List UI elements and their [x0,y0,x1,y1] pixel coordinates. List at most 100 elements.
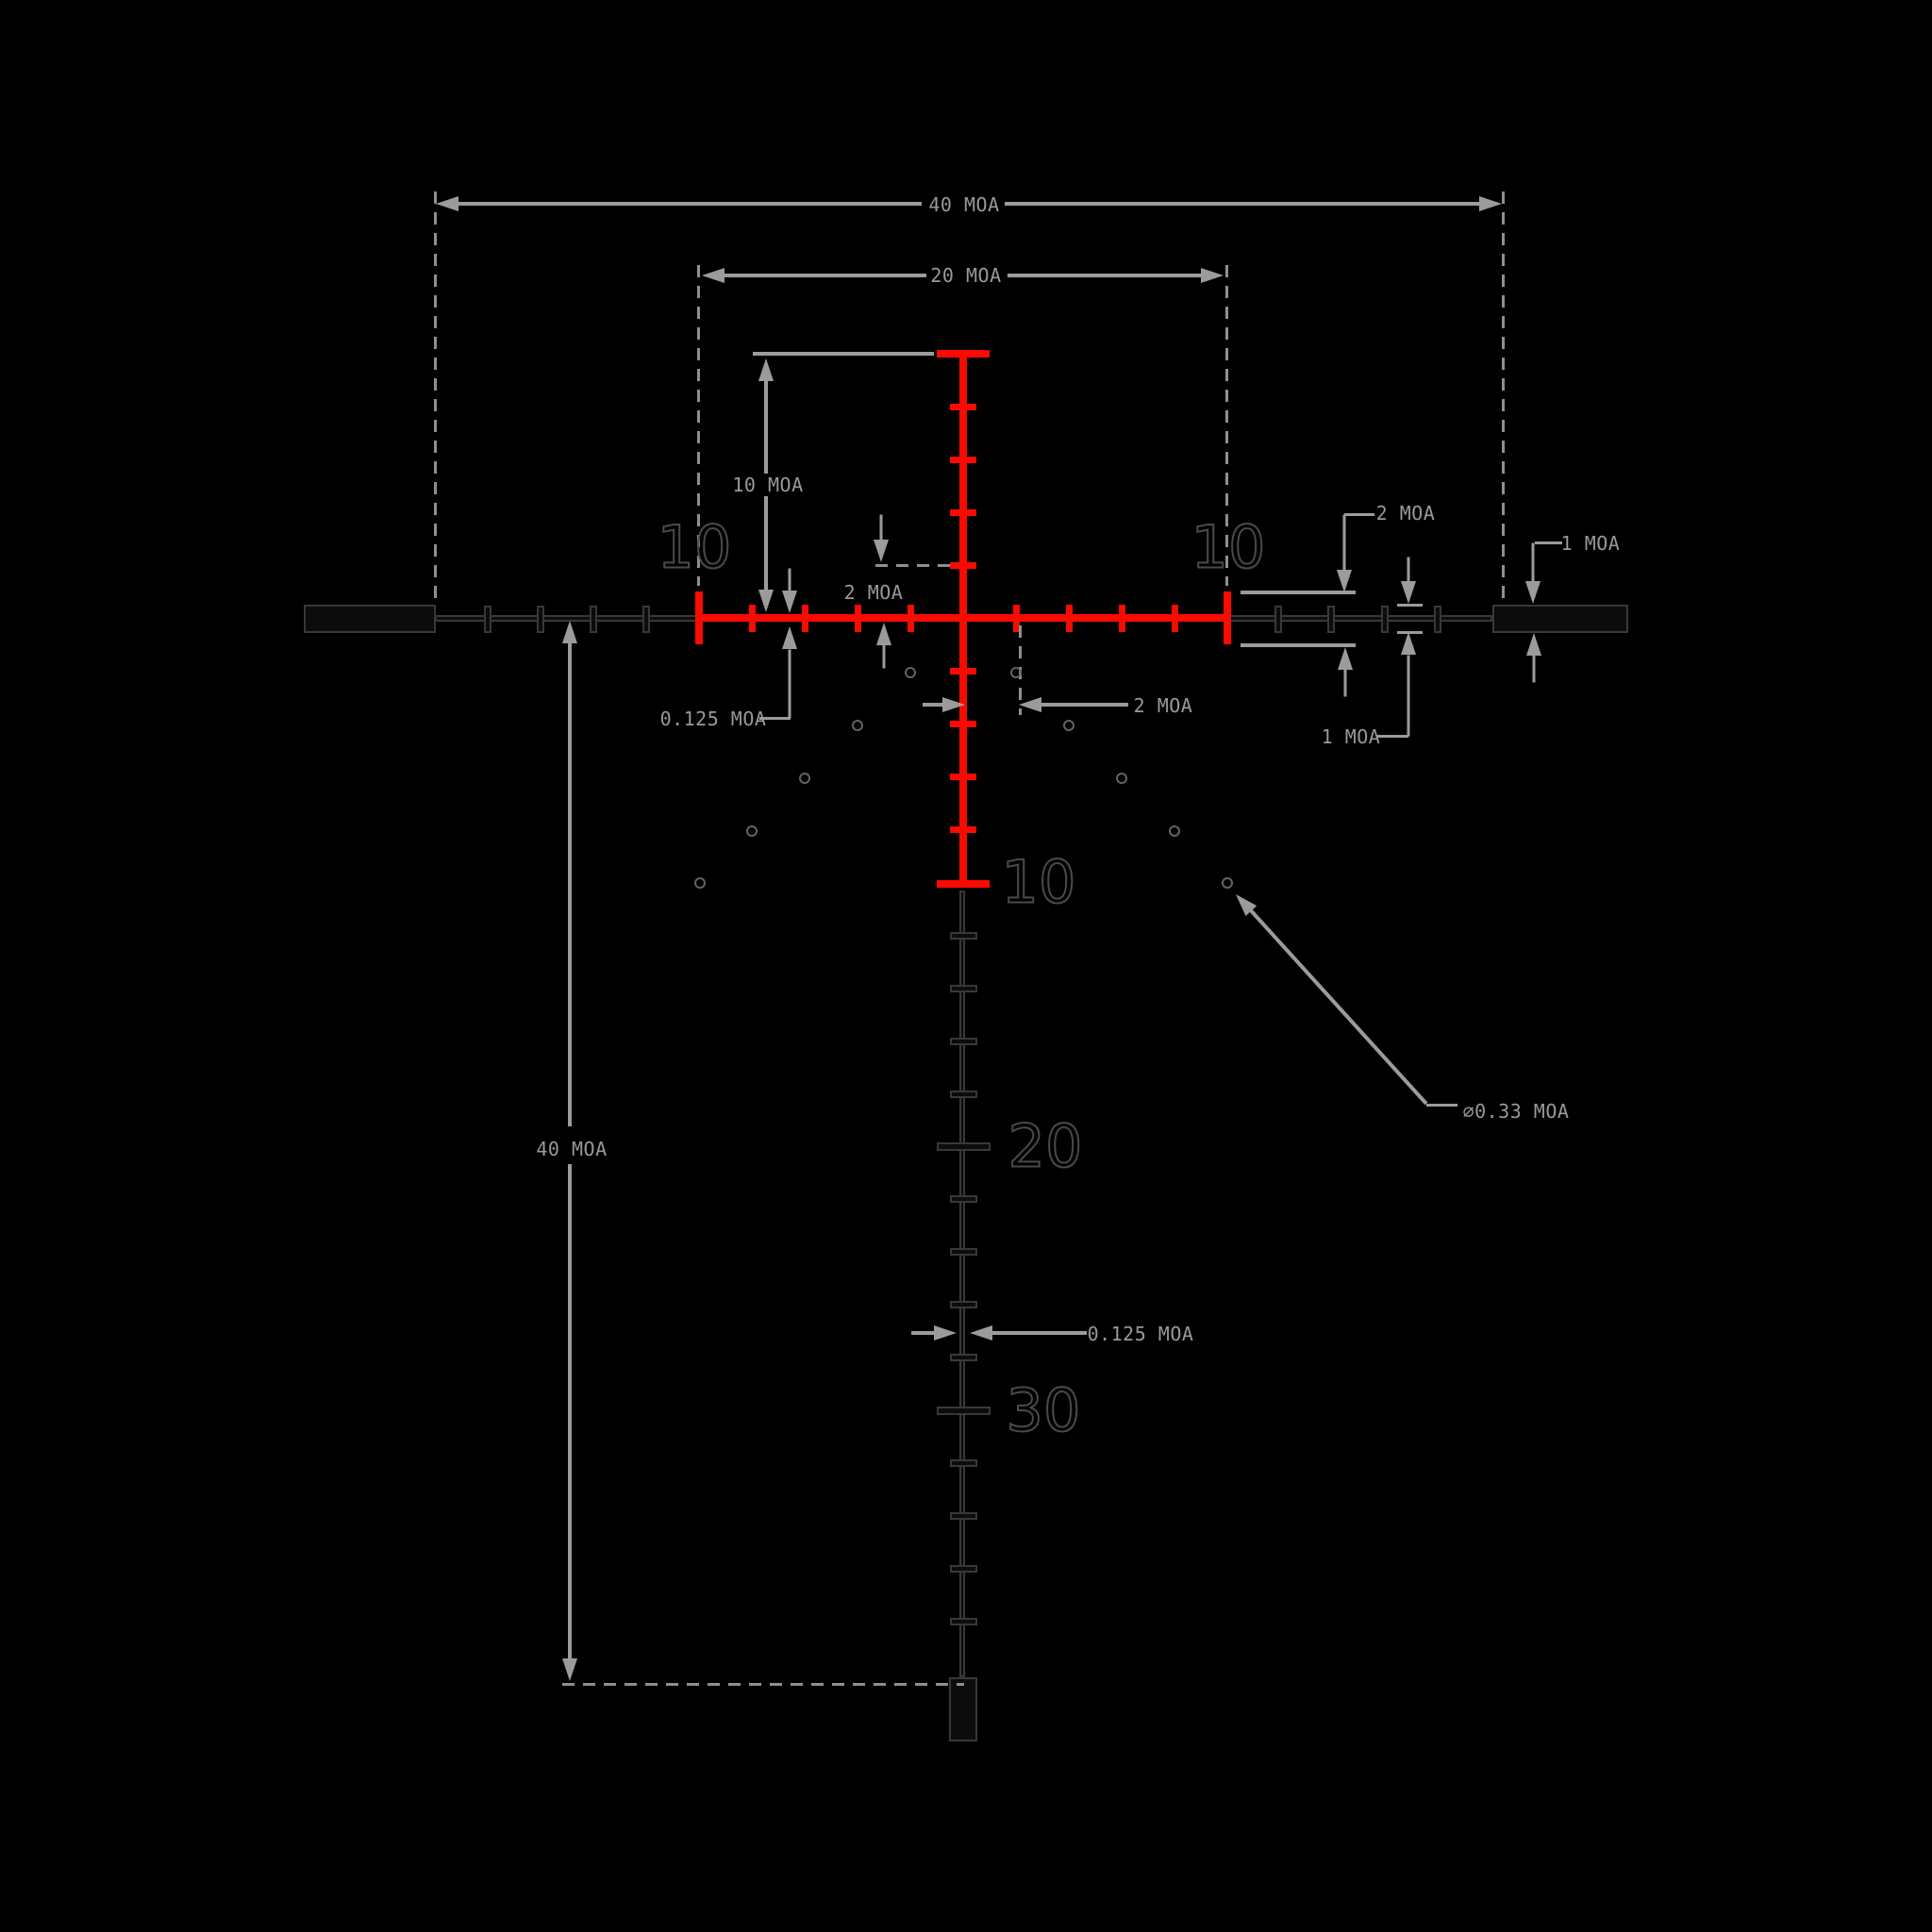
black-h-tick-18r [1434,606,1441,633]
arrow-endbar-up [1338,647,1353,670]
label-2-moa-horizontal-spacing: 2 MOA [1133,694,1193,717]
arrow-40moa-right [1479,196,1502,211]
black-v-tick-34 [950,1512,977,1520]
red-h-tick-6r [1119,605,1125,632]
dim-0125-lower-left [911,1331,936,1335]
ext-40moa-right [1502,192,1505,604]
red-v-tick-4u [950,509,976,516]
arrow-bar-down [1525,581,1541,604]
arrow-bar-up [1526,633,1541,656]
dim-0125-leader [759,716,791,720]
holdover-dot-5 [799,773,810,784]
dim-1moa-tick-tail-up [1407,557,1410,581]
black-v-tick-32 [950,1459,977,1467]
black-v-tick-38 [950,1618,977,1625]
red-vertical-line [959,354,967,884]
black-v-tick-24 [950,1248,977,1256]
dim-40moa-top-left [453,202,922,206]
ref-tick-top [1397,603,1423,607]
red-h-tick-2l [908,605,914,632]
holdover-dot-8 [1169,825,1180,837]
arrow-40moa-left [436,196,458,211]
label-2-moa-end-bar-height: 2 MOA [1375,502,1436,525]
leader-dot-horiz [1426,1103,1457,1107]
black-v-tick-18 [950,1091,977,1098]
black-h-tick-12l [642,606,650,633]
leader-dot-diag [1238,896,1428,1106]
black-h-tick-16r [1381,606,1389,633]
dim-2moa-endbar-tail [1343,667,1347,696]
ext-20moa-right [1225,265,1228,586]
black-v-tick-22 [950,1195,977,1203]
red-v-tick-4d [950,721,976,727]
black-h-tick-14l [590,606,597,633]
holdover-dot-9 [694,877,706,889]
leader-2moa-endbar-h [1344,512,1374,516]
dim-2moa-h-left [923,703,944,707]
dim-1moa-tick-tail-dn [1407,655,1410,736]
arrow-0125-lower-left [970,1325,992,1341]
label-20-moa: 20 MOA [930,264,1002,287]
dim-10moa-lower [764,496,768,595]
black-v-tick-30-wide [937,1407,991,1415]
red-h-tick-8r [1172,605,1178,632]
red-left-end-bar [695,591,703,644]
red-right-end-bar [1224,591,1231,644]
red-h-tick-2r [1013,605,1020,632]
label-10-left: 10 [657,512,733,583]
label-0125-moa-vertical-line-width: 0.125 MOA [1087,1323,1194,1345]
black-lower-vertical-line [959,891,965,1677]
black-v-tick-20-wide [937,1142,991,1151]
arrow-10moa-up [758,358,774,381]
black-right-post [1492,605,1628,633]
ref-10moa-top [753,352,934,356]
holdover-dot-7 [746,825,758,837]
red-v-tick-6u [950,457,976,463]
black-right-thin-line [1227,615,1492,622]
holdover-dot-4 [1063,720,1074,731]
red-h-tick-4l [855,605,861,632]
dim-40moa-vert-lower [568,1164,572,1665]
dim-1moa-bar-tail [1532,655,1536,682]
red-v-tick-8d [950,826,976,833]
dim-2moa-h-right [1038,703,1128,707]
ext-40moa-left [434,192,437,604]
arrow-0125-up [782,626,797,649]
arrow-10moa-down [758,590,774,612]
dim-0125-lower-right [989,1331,1087,1335]
holdover-dot-10 [1222,877,1233,889]
leader-1moa-bar-v [1531,542,1535,583]
arrow-2moa-v-up [876,623,891,645]
label-40-moa-top: 40 MOA [928,193,1000,216]
label-20-down: 20 [1008,1111,1084,1182]
leader-2moa-endbar-v [1342,514,1346,571]
label-0125-moa-line-width: 0.125 MOA [659,708,767,730]
red-v-tick-8u [950,404,976,410]
red-v-tick-6d [950,774,976,780]
dim-10moa-upper [764,374,768,474]
arrow-tick-up [1401,632,1416,655]
label-40-moa-vertical: 40 MOA [536,1138,608,1160]
label-10-moa: 10 MOA [732,474,804,496]
holdover-dot-1 [905,667,916,678]
black-bottom-post [949,1677,977,1741]
arrow-tick-down [1401,581,1416,604]
arrow-2moa-h-left [1019,697,1041,712]
red-h-tick-8l [749,605,756,632]
red-v-tick-2u [950,562,976,569]
black-h-tick-12r [1274,606,1282,633]
ext-20moa-left [697,265,700,586]
red-bottom-cap [937,880,990,888]
arrow-40moa-vert-down [562,1658,577,1681]
arrow-0125-down [782,591,797,613]
red-top-cap [937,350,990,358]
label-1-moa-tick-height: 1 MOA [1321,725,1381,748]
dim-40moa-top-right [1005,202,1485,206]
arrow-2moa-h-right [942,697,965,712]
arrow-20moa-right [1201,268,1224,283]
red-h-tick-6l [802,605,808,632]
red-v-tick-2d [950,668,976,675]
ref-endbar-top [1241,591,1356,594]
label-2-moa-vertical-spacing: 2 MOA [843,581,904,604]
